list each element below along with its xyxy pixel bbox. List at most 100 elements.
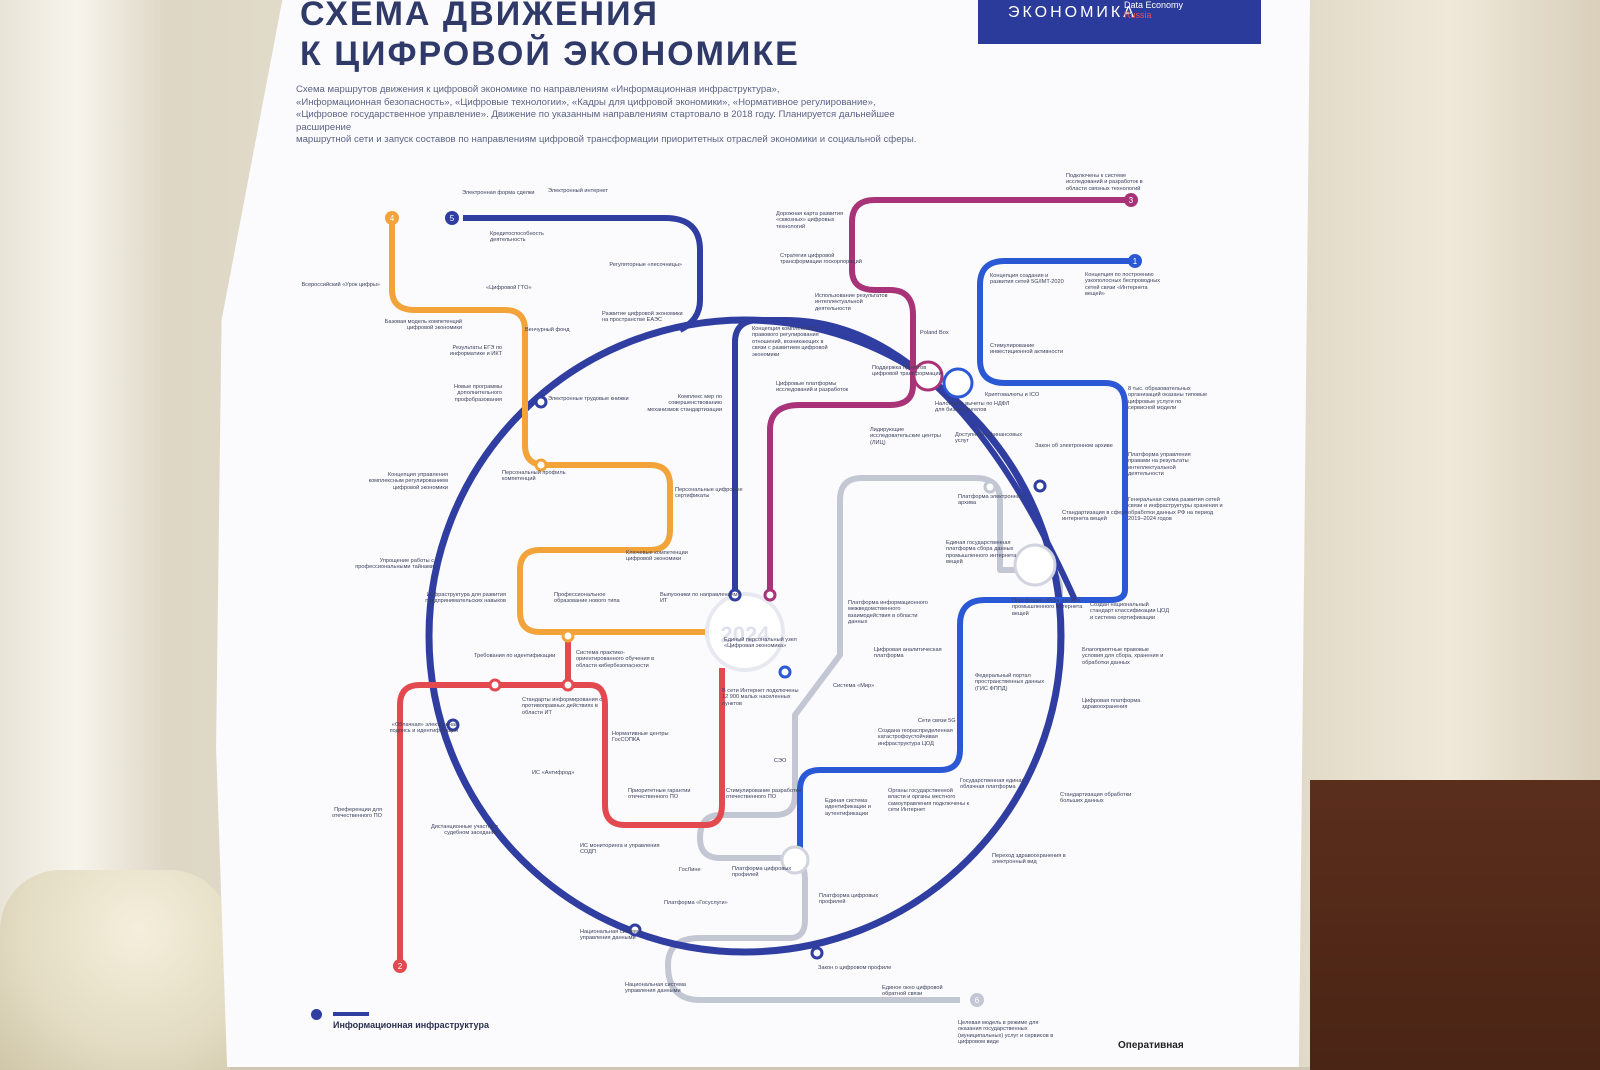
station	[763, 588, 777, 602]
bright-blue-line-1	[797, 258, 1135, 865]
station	[983, 480, 997, 494]
orange-line-4	[389, 218, 708, 635]
station-label: Закон о цифровом профиле	[818, 965, 892, 971]
station-label: Регуляторные «песочницы»	[609, 262, 682, 268]
intro-line: «Цифровое государственное управление». Д…	[296, 109, 895, 133]
station-label: Стандартизация обработки больших данных	[1060, 792, 1132, 805]
station-label: Развитие цифровой экономики на пространс…	[602, 311, 683, 324]
center-transfer-ring	[705, 592, 785, 672]
station-label: Единое окно цифровой обратной связи	[882, 985, 943, 998]
station-label: Комплекс мер по совершенствованию механи…	[647, 394, 722, 413]
station-label: Профессиональное образование нового типа	[554, 592, 620, 605]
station-label: Подключены к системе исследований и разр…	[1066, 173, 1143, 192]
station-label: Система «Мир»	[833, 683, 875, 689]
poster-intro: Схема маршрутов движения к цифровой экон…	[296, 84, 926, 147]
station-label: Платформа электронного архива	[958, 494, 1025, 507]
station-label: Концепция управления комплексным регулир…	[368, 472, 448, 491]
station-label: Цифровая аналитическая платформа	[874, 647, 942, 660]
station-label: Лидирующие исследовательские центры (ЛИЦ…	[870, 427, 941, 446]
station-label: Органы государственной власти и органы м…	[888, 788, 970, 814]
station-label: Платформа информационного межведомственн…	[848, 600, 928, 626]
station	[1033, 479, 1047, 493]
line-badge-5-label: 5	[450, 214, 455, 223]
station	[488, 678, 502, 692]
station-label: Создана геораспределенная катастрофоусто…	[878, 728, 953, 747]
station-label: 8 тыс. образовательных организаций оказа…	[1128, 386, 1208, 412]
station-label: Преференции для отечественного ПО	[331, 807, 382, 820]
station-label: Результаты ЕГЭ по информатике и ИКТ	[449, 345, 502, 358]
station-label: Криптовалюты и ICO	[985, 392, 1040, 398]
line-badge-5	[445, 211, 459, 225]
station-label: Новые программы дополнительного профобра…	[453, 384, 502, 403]
station-label: Нормативные центры ГосСОПКА	[612, 731, 669, 744]
station-label: Кредитоспособность деятельность	[490, 231, 544, 244]
line-badge-4	[385, 211, 399, 225]
station-label: Стандарты информирования о противоправны…	[522, 697, 603, 716]
station-label: Национальная система управления данными	[625, 982, 687, 995]
intro-line: маршрутной сети и запуск составов по нап…	[296, 134, 917, 146]
armchair	[0, 870, 230, 1070]
station-label: Требования по идентификации	[474, 653, 556, 659]
station-label: Единый персональный узел «Цифровая эконо…	[724, 637, 797, 650]
station-label: Стимулирование разработки отечественного…	[726, 788, 802, 801]
blue-line-5	[463, 215, 703, 333]
station-label: Единая система идентификации и аутентифи…	[825, 798, 871, 817]
station-label: Поддержка проектов цифровой трансформаци…	[872, 365, 942, 378]
station-label: Концепция комплексного правового регулир…	[752, 326, 828, 358]
station-label: Инфраструктура для развития предпринимат…	[425, 592, 506, 605]
line-badge-3-label: 3	[1129, 196, 1134, 205]
station-label: Дорожная карта развития «сквозных» цифро…	[776, 211, 844, 230]
station-label: Стратегия цифровой трансформации госкорп…	[780, 253, 862, 266]
station-label: Дистанционные участки в судебном заседан…	[431, 824, 498, 837]
line-badge-6-label: 6	[975, 996, 980, 1005]
magenta-line-3	[767, 197, 1131, 595]
station-label: Государственная единая облачная платформ…	[960, 778, 1025, 791]
station	[561, 629, 575, 643]
station-label: Стандартизация в сфере интернета вещей	[1062, 510, 1128, 523]
line-badge-2	[393, 959, 407, 973]
station-label: ИС мониторинга и управления СОДП	[580, 843, 660, 856]
station-label: Благоприятные правовые условия для сбора…	[1082, 647, 1164, 666]
station-label: Сети связи 5G	[918, 718, 956, 724]
station-label: Единая государственная платформа сбора д…	[946, 540, 1017, 566]
brand-logo: ЭКОНОМИКА	[1008, 4, 1137, 21]
line-badge-2-label: 2	[398, 962, 403, 971]
station-label: Электронная форма сделки	[462, 190, 535, 196]
wood-wall-panel	[1310, 780, 1600, 1070]
station-label: Создан национальный стандарт классификац…	[1090, 602, 1170, 621]
station-label: ИС «Антифрод»	[532, 770, 575, 776]
station-label: Платформа цифровых профилей	[819, 893, 879, 906]
station-label: Ключевые компетенции цифровой экономики	[626, 550, 688, 563]
station-label: Система практико-ориентированного обучен…	[576, 650, 655, 669]
poster-title: СХЕМА ДВИЖЕНИЯ К ЦИФРОВОЙ ЭКОНОМИКЕ	[300, 0, 800, 74]
station	[534, 458, 548, 472]
intro-line: Схема маршрутов движения к цифровой экон…	[296, 84, 780, 95]
legend-label: Информационная инфраструктура	[333, 1020, 489, 1030]
station-label: Персональные цифровые сертификаты	[675, 487, 743, 500]
legend-line-swatch	[333, 1012, 369, 1016]
station-label: СЭО	[774, 758, 787, 764]
transfer-ring	[1013, 543, 1057, 587]
station-label: Всероссийский «Урок цифры»	[301, 282, 380, 288]
station-label: Электронные трудовые книжки	[548, 396, 629, 402]
transfer-ring	[912, 360, 944, 392]
station-label: «Цифровой ГТО»	[486, 285, 532, 291]
line-badge-1-label: 1	[1133, 257, 1138, 266]
bright-blue-line-1-branch	[732, 317, 1078, 602]
station-label: Генеральная схема развития сетей связи и…	[1128, 497, 1223, 523]
station-label: Платформа управления правами на результа…	[1128, 452, 1191, 478]
line-badge-4-label: 4	[390, 214, 395, 223]
station-label: Персональный профиль компетенций	[502, 470, 566, 483]
station-label: Приоритетные гарантии отечественного ПО	[628, 788, 691, 801]
station	[534, 395, 548, 409]
brand-subtitle: Data Economy Russia	[1124, 0, 1183, 20]
line-badge-3	[1124, 193, 1138, 207]
station	[446, 718, 460, 732]
transfer-ring	[780, 845, 810, 875]
poster-title-line-1: СХЕМА ДВИЖЕНИЯ	[300, 0, 659, 33]
station-label: Использование результатов интеллектуальн…	[815, 293, 888, 312]
station-label: Переход здравоохранения в электронный ви…	[992, 853, 1066, 866]
legend-label-partial: Оперативная	[1118, 1040, 1184, 1051]
station-label: Poland Box	[920, 330, 949, 336]
